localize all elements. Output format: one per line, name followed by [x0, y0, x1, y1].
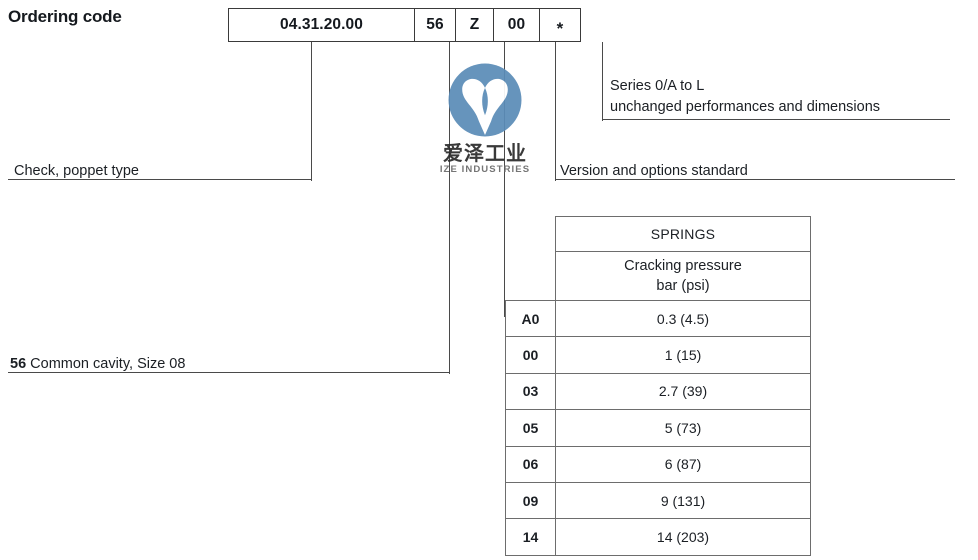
- leader-line-series-horizontal: [602, 119, 950, 121]
- spring-pressure: 2.7 (39): [555, 372, 811, 411]
- spring-code: 05: [505, 409, 556, 447]
- springs-header-subtitle: Cracking pressure bar (psi): [555, 251, 811, 301]
- springs-table-header-row: SPRINGS: [506, 216, 811, 252]
- callout-version-options: Version and options standard: [560, 163, 748, 179]
- leader-line-check-poppet-horizontal: [8, 179, 312, 181]
- watermark-logo: 爱泽工业 IZE INDUSTRIES: [428, 62, 542, 184]
- code-segment-series: *: [540, 9, 580, 41]
- table-row: A0 0.3 (4.5): [505, 299, 811, 338]
- code-segment-cavity: 56: [415, 9, 456, 41]
- table-row: 09 9 (131): [505, 481, 811, 520]
- watermark-chinese-text: 爱泽工业: [443, 141, 527, 165]
- table-row: 03 2.7 (39): [505, 372, 811, 411]
- table-row: 06 6 (87): [505, 445, 811, 483]
- leader-line-check-poppet-vertical: [311, 42, 313, 181]
- spring-pressure: 14 (203): [555, 518, 811, 556]
- springs-table: SPRINGS Cracking pressure bar (psi) A0 0…: [505, 216, 811, 556]
- leader-line-series-vertical: [602, 42, 604, 121]
- callout-common-cavity-code: 56: [10, 356, 27, 372]
- spring-code: 09: [505, 481, 556, 520]
- springs-table-subheader-row: Cracking pressure bar (psi): [506, 251, 811, 301]
- table-row: 05 5 (73): [505, 409, 811, 447]
- spring-code: 00: [505, 336, 556, 374]
- leader-line-common-cavity-vertical: [449, 42, 451, 374]
- table-row: 14 14 (203): [505, 518, 811, 556]
- springs-table-body: SPRINGS Cracking pressure bar (psi) A0 0…: [505, 216, 811, 556]
- code-segment-version: Z: [456, 9, 494, 41]
- callout-check-poppet: Check, poppet type: [14, 163, 139, 179]
- spring-pressure: 0.3 (4.5): [555, 299, 811, 338]
- callout-common-cavity: 56 Common cavity, Size 08: [10, 354, 185, 374]
- watermark-english-text: IZE INDUSTRIES: [439, 164, 531, 175]
- springs-header-sub-line1: Cracking pressure: [624, 258, 742, 274]
- spring-code: 06: [505, 445, 556, 483]
- callout-common-cavity-text: Common cavity, Size 08: [26, 356, 186, 372]
- spring-code: A0: [505, 299, 556, 338]
- code-segment-model: 04.31.20.00: [229, 9, 415, 41]
- leader-line-version-options-horizontal: [555, 179, 955, 181]
- spring-code: 14: [505, 518, 556, 556]
- page-title: Ordering code: [8, 7, 122, 26]
- springs-subheader-spacer: [506, 252, 556, 301]
- springs-header-spacer: [506, 217, 556, 252]
- springs-header-sub-line2: bar (psi): [656, 278, 710, 294]
- spring-pressure: 9 (131): [555, 481, 811, 520]
- ize-logo-icon: [447, 62, 523, 138]
- code-segment-spring: 00: [494, 9, 540, 41]
- callout-series-line2: unchanged performances and dimensions: [610, 99, 881, 115]
- spring-pressure: 1 (15): [555, 336, 811, 374]
- leader-line-common-cavity-horizontal: [8, 372, 450, 374]
- spring-code: 03: [505, 372, 556, 411]
- table-row: 00 1 (15): [505, 336, 811, 374]
- leader-line-version-options-vertical: [555, 42, 557, 181]
- ordering-code-strip: 04.31.20.00 56 Z 00 *: [228, 8, 581, 42]
- spring-pressure: 5 (73): [555, 409, 811, 447]
- spring-pressure: 6 (87): [555, 445, 811, 483]
- callout-series-line1: Series 0/A to L: [610, 78, 705, 94]
- asterisk-glyph: *: [556, 18, 564, 38]
- leader-line-springs-vertical: [504, 42, 506, 317]
- springs-header-title: SPRINGS: [555, 216, 811, 252]
